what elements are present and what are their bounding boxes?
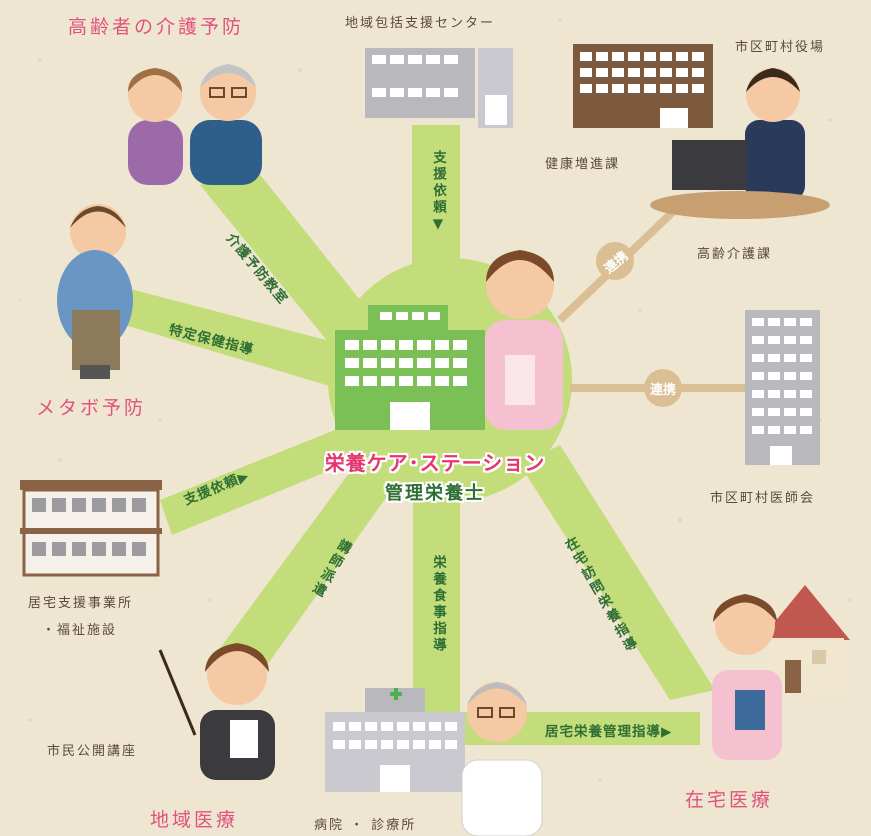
center-title: 栄養ケア･ステーション: [324, 451, 546, 475]
node-community-center: 地域包括支援センター: [345, 16, 496, 31]
home-nurse-illustration: [712, 594, 782, 760]
node-elderly-care-dept: 高齢介護課: [697, 247, 773, 262]
node-home-medicine: 在宅医療: [685, 789, 774, 811]
doctor-illustration: [461, 682, 543, 836]
city-hall-officer-illustration: [650, 68, 830, 219]
node-home-support-line1: 居宅支援事業所: [28, 596, 134, 611]
center-subtitle: 管理栄養士: [385, 483, 485, 504]
link-beams: [115, 125, 715, 745]
home-support-building: [20, 480, 162, 577]
background-speckles: [18, 18, 852, 782]
house-illustration: [760, 585, 850, 693]
medical-association-building: [745, 310, 820, 465]
node-medical-assoc: 市区町村医師会: [710, 491, 816, 506]
nutrition-station-building: [335, 305, 485, 430]
node-home-support-line2: ・福祉施設: [42, 623, 118, 638]
elderly-couple-illustration: [128, 64, 262, 185]
community-center-building: [365, 48, 513, 128]
beam-specific-health: [115, 285, 372, 395]
node-community-medicine: 地域医療: [150, 809, 239, 831]
cooperation-lines: [557, 202, 750, 392]
overweight-man-illustration: [57, 204, 133, 379]
link-home-nutrition: 居宅栄養管理指導▶: [545, 724, 673, 740]
lecturer-illustration: [158, 643, 275, 780]
node-public-lecture: 市民公開講座: [47, 744, 138, 759]
cooperation-badge-right: 連携: [644, 369, 682, 407]
node-metabo: メタボ予防: [36, 397, 147, 419]
beam-home-visit: [520, 445, 715, 700]
node-city-hall: 市区町村役場: [735, 40, 826, 55]
city-hall-building: [573, 44, 713, 128]
beam-lecturer: [215, 465, 395, 675]
link-support-request-top: 支援依頼▼: [430, 150, 446, 235]
hospital-building: [325, 688, 465, 792]
beam-support-left: [160, 418, 380, 535]
node-health-dept: 健康増進課: [545, 157, 621, 172]
node-hospital: 病院 ・ 診療所: [314, 818, 417, 833]
beam-meal: [413, 470, 460, 735]
node-elderly-prevention: 高齢者の介護予防: [68, 16, 245, 38]
dietitian-illustration: [485, 250, 563, 430]
link-meal-guidance: 栄養食事指導: [430, 555, 446, 654]
